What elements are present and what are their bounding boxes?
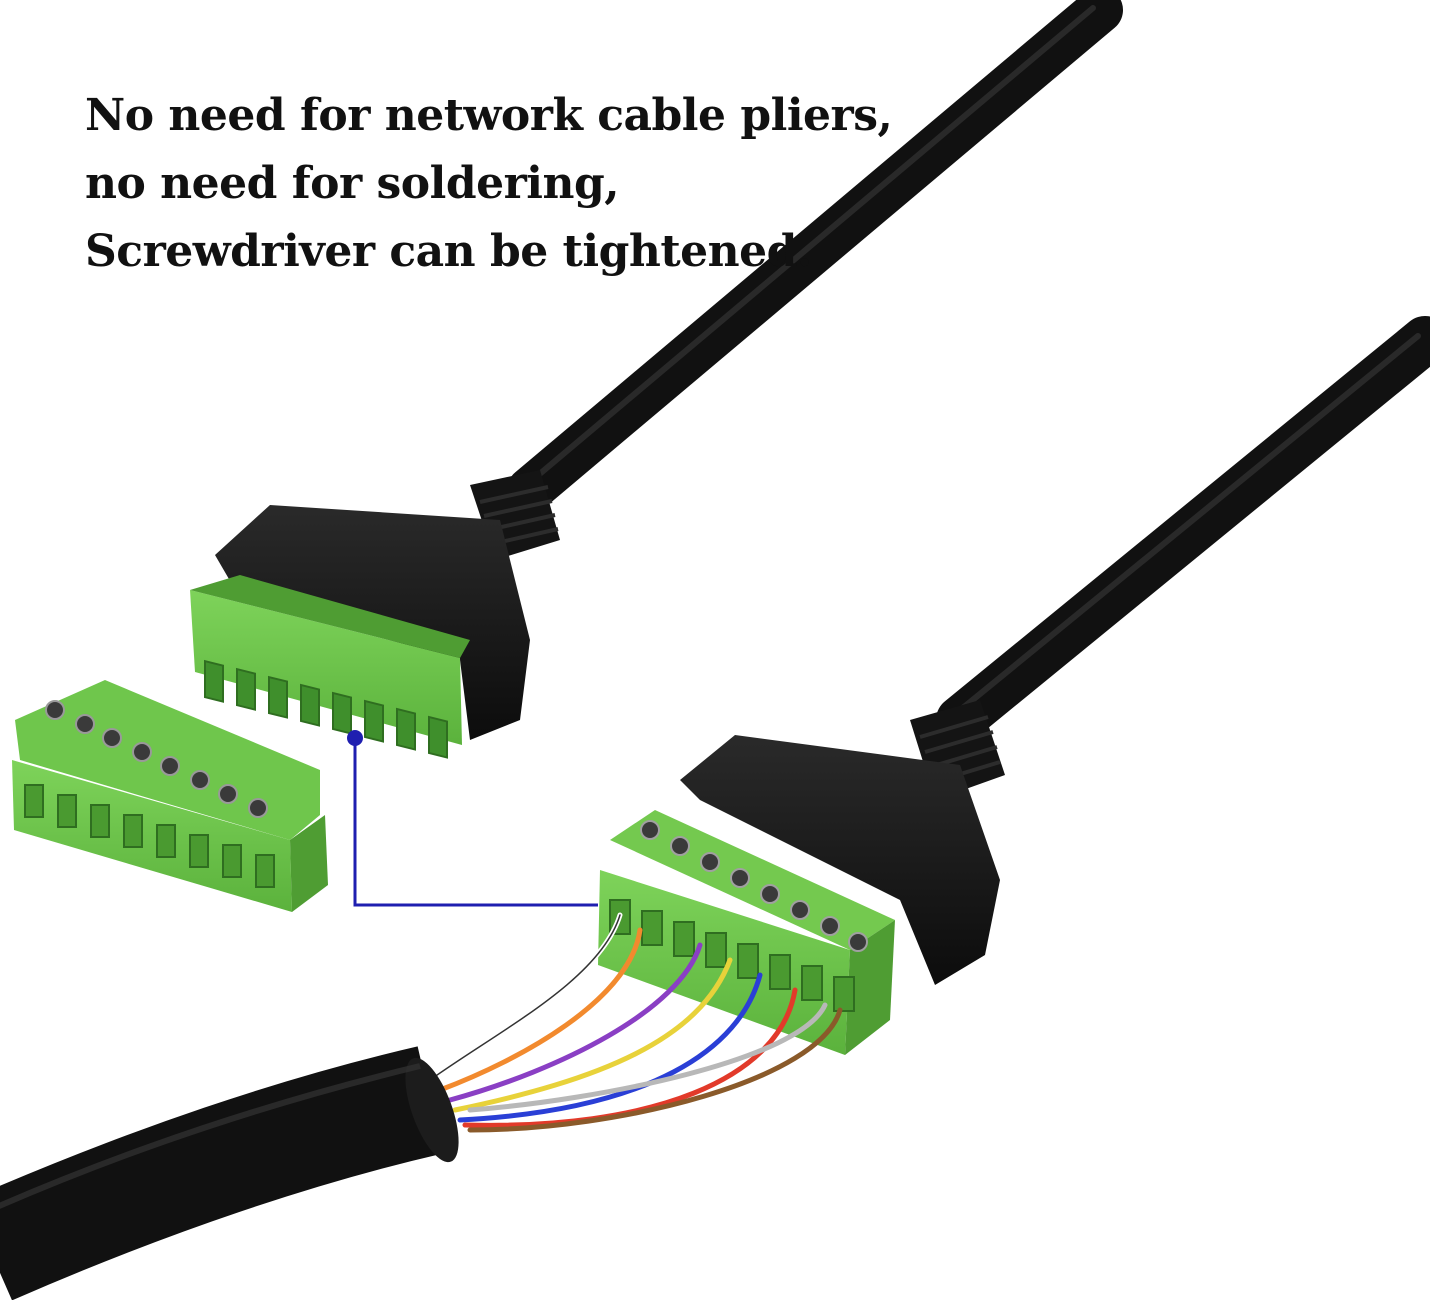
plug-loose [12, 680, 328, 912]
cable-bottom [0, 1046, 459, 1300]
caption-line-2: no need for soldering, [85, 158, 620, 209]
caption-text: No need for network cable pliers, no nee… [85, 82, 893, 286]
caption-line-3: Screwdriver can be tightened. [85, 226, 812, 277]
colored-wires [427, 912, 843, 1133]
cable-top [507, 0, 1123, 513]
cable-right [936, 316, 1430, 744]
pointer-line [347, 730, 598, 907]
connector-wired [598, 700, 1005, 1055]
caption-line-1: No need for network cable pliers, [85, 90, 893, 141]
connector-top [190, 470, 560, 759]
